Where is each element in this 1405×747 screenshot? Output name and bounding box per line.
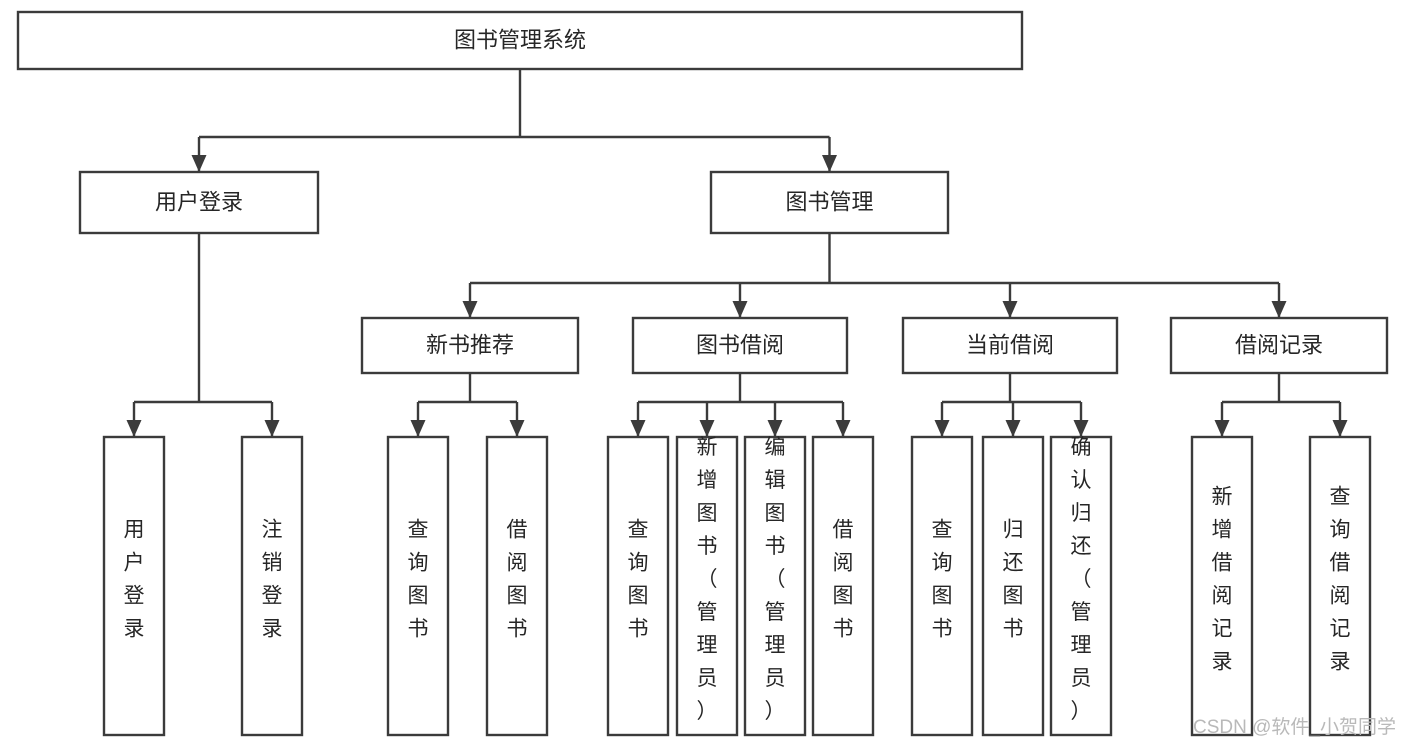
- leaf-l-query-book-1[interactable]: 查询图书: [386, 435, 450, 737]
- leaf-l-add-record-box[interactable]: [1190, 435, 1254, 737]
- node-borrow-record-label: 借阅记录: [1235, 332, 1323, 357]
- leaf-l-add-book-box[interactable]: [675, 435, 739, 737]
- connector-arrow-icon: [191, 155, 207, 172]
- connectors-layer: [126, 69, 1348, 437]
- leaf-l-query-book-3[interactable]: 查询图书: [910, 435, 974, 737]
- connector-group-current-borrow: [934, 373, 1089, 437]
- leaf-l-confirm-return-label: 确认归还（管理员）: [1071, 436, 1092, 723]
- leaf-leaf-user-logout[interactable]: 注销登录: [240, 435, 304, 737]
- connector-arrow-icon: [1005, 420, 1021, 437]
- leaf-l-query-book-2[interactable]: 查询图书: [606, 435, 670, 737]
- node-root-box[interactable]: [16, 10, 1024, 71]
- leaf-l-add-book[interactable]: 新增图书（管理员）: [675, 435, 739, 737]
- watermark-label: CSDN @软件_小贺同学: [1193, 716, 1396, 738]
- node-new-book-rec-label: 新书推荐: [426, 332, 514, 357]
- connector-arrow-icon: [1002, 301, 1018, 318]
- connector-group-root: [191, 69, 837, 172]
- connector-arrow-icon: [410, 420, 426, 437]
- connector-arrow-icon: [822, 155, 837, 172]
- leaf-leaf-user-login[interactable]: 用户登录: [102, 435, 166, 737]
- leaf-l-return-book-label: 归还图书: [1003, 519, 1024, 641]
- leaf-l-add-record[interactable]: 新增借阅记录: [1190, 435, 1254, 737]
- connector-arrow-icon: [699, 420, 715, 437]
- node-user-login-box[interactable]: [78, 170, 320, 235]
- leaf-l-edit-book[interactable]: 编辑图书（管理员）: [743, 435, 807, 737]
- node-current-borrow-box[interactable]: [901, 316, 1119, 375]
- connector-arrow-icon: [630, 420, 646, 437]
- leaf-l-borrow-book-1-box[interactable]: [485, 435, 549, 737]
- leaf-l-borrow-book-1[interactable]: 借阅图书: [485, 435, 549, 737]
- connector-arrow-icon: [1271, 301, 1287, 318]
- leaf-l-edit-book-label: 编辑图书（管理员）: [765, 436, 786, 723]
- leaf-l-borrow-book-2-label: 借阅图书: [833, 519, 854, 641]
- node-borrow-record[interactable]: 借阅记录: [1169, 316, 1389, 375]
- leaf-l-confirm-return[interactable]: 确认归还（管理员）: [1049, 435, 1113, 737]
- connector-group-new-book-rec: [410, 373, 525, 437]
- connector-arrow-icon: [509, 420, 525, 437]
- node-book-manage-label: 图书管理: [785, 189, 873, 214]
- leaf-l-add-record-label: 新增借阅记录: [1212, 486, 1233, 674]
- connector-group-book-borrow: [630, 373, 851, 437]
- leaf-leaf-user-logout-box[interactable]: [240, 435, 304, 737]
- leaf-leaf-user-login-label: 用户登录: [124, 519, 145, 641]
- connector-arrow-icon: [1214, 420, 1230, 437]
- connector-group-book-manage: [462, 233, 1287, 318]
- node-borrow-record-box[interactable]: [1169, 316, 1389, 375]
- connector-arrow-icon: [126, 420, 142, 437]
- leaf-l-edit-book-box[interactable]: [743, 435, 807, 737]
- leaf-l-add-book-label: 新增图书（管理员）: [697, 436, 718, 723]
- leaf-l-query-record[interactable]: 查询借阅记录: [1308, 435, 1372, 737]
- node-current-borrow[interactable]: 当前借阅: [901, 316, 1119, 375]
- connector-arrow-icon: [934, 420, 950, 437]
- node-user-login[interactable]: 用户登录: [78, 170, 320, 235]
- leaf-l-return-book-box[interactable]: [981, 435, 1045, 737]
- node-book-manage-box[interactable]: [709, 170, 950, 235]
- node-root-label: 图书管理系统: [454, 27, 586, 52]
- node-user-login-label: 用户登录: [155, 189, 243, 214]
- connector-arrow-icon: [1332, 420, 1348, 437]
- node-book-borrow[interactable]: 图书借阅: [631, 316, 849, 375]
- leaf-l-query-book-3-label: 查询图书: [932, 519, 953, 641]
- connector-arrow-icon: [264, 420, 280, 437]
- connector-arrow-icon: [835, 420, 851, 437]
- leaf-l-confirm-return-box[interactable]: [1049, 435, 1113, 737]
- connector-group-user-login: [126, 233, 280, 437]
- connector-arrow-icon: [462, 301, 478, 318]
- leaf-l-query-book-1-box[interactable]: [386, 435, 450, 737]
- node-book-borrow-label: 图书借阅: [696, 332, 784, 357]
- node-book-manage[interactable]: 图书管理: [709, 170, 950, 235]
- leaf-l-query-book-2-box[interactable]: [606, 435, 670, 737]
- node-new-book-rec[interactable]: 新书推荐: [360, 316, 580, 375]
- leaf-l-query-record-label: 查询借阅记录: [1330, 486, 1351, 674]
- node-current-borrow-label: 当前借阅: [966, 332, 1054, 357]
- connector-group-borrow-record: [1214, 373, 1348, 437]
- node-root[interactable]: 图书管理系统: [16, 10, 1024, 71]
- connector-arrow-icon: [1073, 420, 1089, 437]
- node-book-borrow-box[interactable]: [631, 316, 849, 375]
- leaf-l-borrow-book-2-box[interactable]: [811, 435, 875, 737]
- node-new-book-rec-box[interactable]: [360, 316, 580, 375]
- leaf-l-query-book-3-box[interactable]: [910, 435, 974, 737]
- leaf-l-return-book[interactable]: 归还图书: [981, 435, 1045, 737]
- leaf-l-query-book-1-label: 查询图书: [408, 519, 429, 641]
- connector-arrow-icon: [767, 420, 783, 437]
- nodes-layer: 图书管理系统用户登录图书管理新书推荐图书借阅当前借阅借阅记录用户登录注销登录查询…: [16, 10, 1389, 737]
- leaf-leaf-user-logout-label: 注销登录: [262, 519, 283, 641]
- leaf-l-query-book-2-label: 查询图书: [628, 519, 649, 641]
- leaf-l-borrow-book-1-label: 借阅图书: [507, 519, 528, 641]
- leaf-leaf-user-login-box[interactable]: [102, 435, 166, 737]
- connector-arrow-icon: [732, 301, 748, 318]
- leaf-l-borrow-book-2[interactable]: 借阅图书: [811, 435, 875, 737]
- leaf-l-query-record-box[interactable]: [1308, 435, 1372, 737]
